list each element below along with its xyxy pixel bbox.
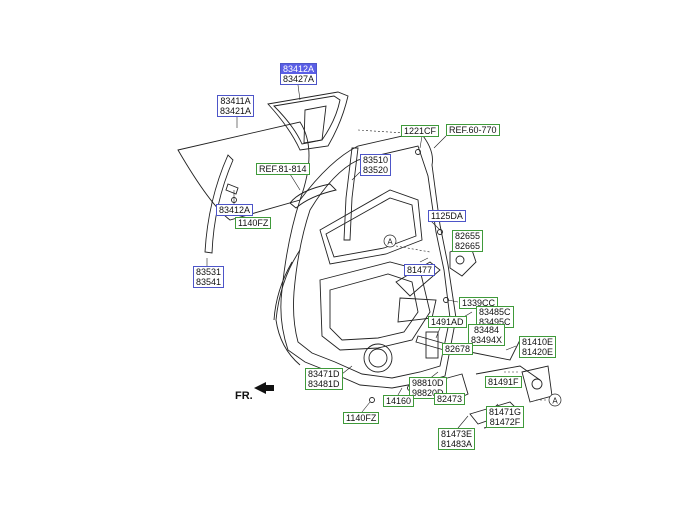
- label-line-2: 83495C: [479, 317, 511, 327]
- label-81477[interactable]: 81477: [404, 264, 436, 276]
- label-1221cf[interactable]: 1221CF: [401, 125, 440, 137]
- label-line-2: 82665: [455, 241, 481, 251]
- label-line-2: 83427A: [283, 74, 315, 84]
- label-83412a-83427a[interactable]: 83412A 83427A: [280, 63, 318, 85]
- label-ref-81-814[interactable]: REF.81-814: [256, 163, 310, 175]
- label-line-1: 81477: [407, 265, 433, 275]
- callout-a-1-text: A: [387, 238, 393, 247]
- label-14160[interactable]: 14160: [383, 395, 415, 407]
- label-line-1: REF.60-770: [449, 125, 497, 135]
- label-83510-83520[interactable]: 83510 83520: [360, 154, 392, 176]
- label-line-2: 83421A: [220, 106, 252, 116]
- label-line-2: 83520: [363, 165, 389, 175]
- label-82655-82665[interactable]: 82655 82665: [452, 230, 484, 252]
- label-82678[interactable]: 82678: [442, 343, 474, 355]
- label-81491f[interactable]: 81491F: [485, 376, 522, 388]
- label-line-1: 82678: [445, 344, 471, 354]
- label-1140fz-bottom[interactable]: 1140FZ: [343, 412, 380, 424]
- front-arrow-icon: [254, 382, 274, 394]
- label-line-1: 83412A: [281, 64, 317, 74]
- front-marker: FR.: [235, 390, 253, 402]
- label-line-1: 81491F: [488, 377, 519, 387]
- label-line-2: 81472F: [489, 417, 521, 427]
- label-line-1: 83531: [196, 267, 222, 277]
- label-line-1: 81473E: [441, 429, 473, 439]
- label-1125da[interactable]: 1125DA: [428, 210, 466, 222]
- outside-handle: [289, 183, 337, 209]
- label-83471d-83481d[interactable]: 83471D 83481D: [305, 368, 343, 390]
- label-line-1: 81410E: [522, 337, 554, 347]
- label-1491ad[interactable]: 1491AD: [428, 316, 467, 328]
- label-line-1: 98810D: [412, 378, 444, 388]
- label-line-2: 83541: [196, 277, 222, 287]
- label-82473[interactable]: 82473: [434, 393, 466, 405]
- run-channel: [204, 154, 234, 254]
- label-line-2: 98820D: [412, 388, 444, 398]
- label-81471g-81472f[interactable]: 81471G 81472F: [486, 406, 525, 428]
- label-line-1: 14160: [386, 396, 412, 406]
- label-83485c-83495c[interactable]: 83485C 83495C: [476, 306, 514, 328]
- label-83484-83494x[interactable]: 83484 83494X: [468, 324, 506, 346]
- callout-a-1: [383, 234, 397, 248]
- label-line-1: 83485C: [479, 307, 511, 317]
- label-line-2: 81420E: [522, 347, 554, 357]
- label-line-1: 82473: [437, 394, 463, 404]
- label-line-2: 83494X: [471, 335, 503, 345]
- label-line-1: 1221CF: [404, 126, 437, 136]
- quarter-glass-frame: [267, 91, 349, 151]
- label-line-1: REF.81-814: [259, 164, 307, 174]
- label-line-1: 83411A: [220, 96, 251, 106]
- label-line-2: 81483A: [441, 439, 473, 449]
- label-line-1: 83471D: [308, 369, 340, 379]
- label-83412a[interactable]: 83412A: [216, 204, 254, 216]
- label-line-1: 81471G: [489, 407, 522, 417]
- label-81473e-81483a[interactable]: 81473E 81483A: [438, 428, 476, 450]
- callout-a-2: [548, 393, 562, 407]
- callout-a-2-text: A: [552, 397, 558, 406]
- label-line-1: 1491AD: [431, 317, 464, 327]
- label-line-1: 83510: [363, 155, 389, 165]
- label-line-1: 1339CC: [462, 298, 496, 308]
- label-line-1: 83484: [474, 325, 500, 335]
- label-ref-60-770[interactable]: REF.60-770: [446, 124, 500, 136]
- label-81410e-81420e[interactable]: 81410E 81420E: [519, 336, 557, 358]
- label-line-1: 1140FZ: [346, 413, 377, 423]
- label-line-1: 82655: [455, 231, 481, 241]
- label-line-2: 83481D: [308, 379, 340, 389]
- label-line-1: 1140FZ: [238, 218, 269, 228]
- label-83411a-83421a[interactable]: 83411A 83421A: [217, 95, 255, 117]
- label-1140fz-top[interactable]: 1140FZ: [235, 217, 272, 229]
- label-line-1: 1125DA: [431, 211, 463, 221]
- label-83531-83541[interactable]: 83531 83541: [193, 266, 225, 288]
- inside-handle: [521, 365, 553, 403]
- label-line-1: 83412A: [219, 205, 251, 215]
